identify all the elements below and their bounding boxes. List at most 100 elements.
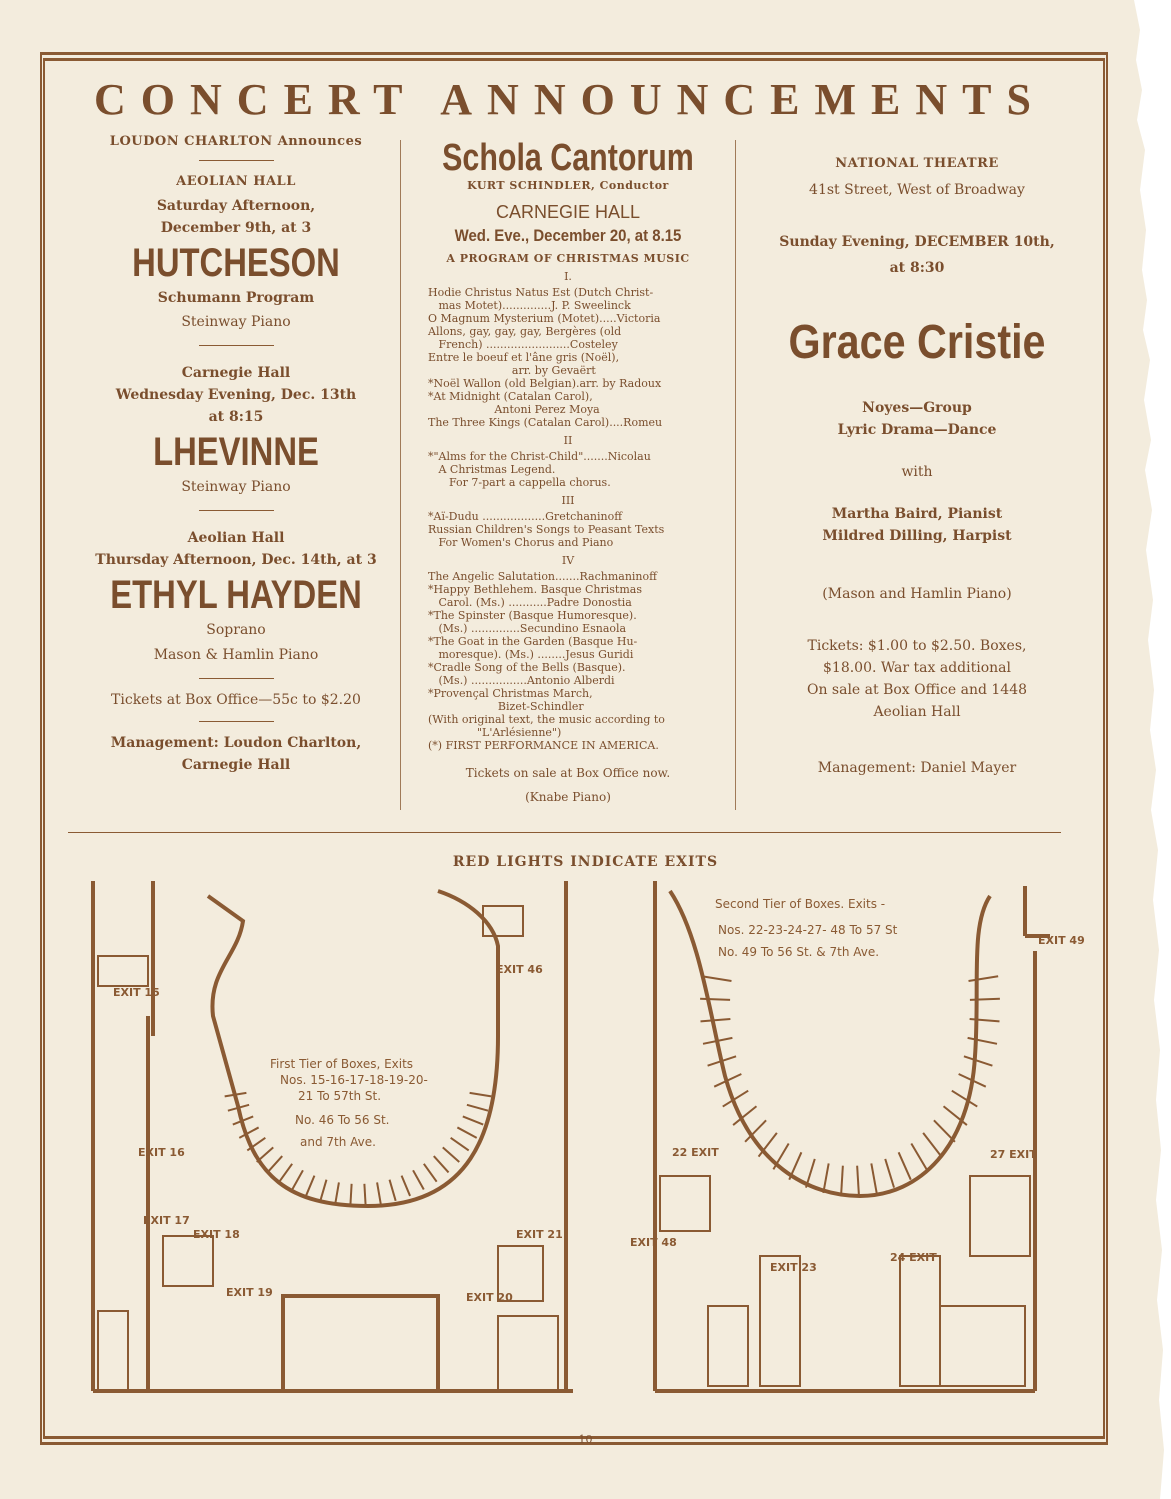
- grace-cristie-announcement: NATIONAL THEATRE 41st Street, West of Br…: [737, 154, 1097, 779]
- exit-label: 24 EXIT: [890, 1251, 937, 1264]
- first-tier-floor-plan: EXIT 15 EXIT 16 EXIT 17 EXIT 18 EXIT 19 …: [91, 881, 573, 1393]
- conductor: KURT SCHINDLER, Conductor: [467, 179, 669, 192]
- schola-cantorum: Schola Cantorum KURT SCHINDLER, Conducto…: [403, 136, 733, 808]
- box-divider: [227, 1103, 250, 1112]
- box-divider: [722, 1089, 749, 1108]
- program-line: *Aï-Dudu ..................Gretchaninoff: [428, 510, 623, 523]
- box-divider: [958, 1073, 987, 1088]
- date: at 8:15: [208, 409, 264, 425]
- box-divider: [700, 1017, 731, 1023]
- date: Wed. Eve., December 20, at 8.15: [454, 226, 682, 245]
- program-line: The Angelic Salutation.......Rachmaninof…: [428, 570, 657, 583]
- program-section-numeral: IV: [561, 554, 575, 567]
- venue: AEOLIAN HALL: [176, 174, 296, 189]
- plan-caption: Second Tier of Boxes. Exits -: [715, 897, 885, 911]
- description: Lyric Drama—Dance: [837, 422, 997, 438]
- program-line: mas Motet)..............J. P. Sweelinck: [428, 299, 631, 312]
- box-divider: [805, 1158, 816, 1188]
- exits-heading: RED LIGHTS INDICATE EXITS: [452, 854, 719, 870]
- date: December 9th, at 3: [160, 220, 312, 236]
- program-line: Allons, gay, gay, gay, Bergères (old: [428, 325, 622, 338]
- box-divider: [433, 1155, 450, 1174]
- box-divider: [967, 1036, 998, 1045]
- program-line: arr. by Gevaërt: [428, 364, 596, 377]
- box-divider: [363, 1183, 367, 1206]
- program-line: A Christmas Legend.: [428, 463, 556, 476]
- page-title: CONCERT ANNOUNCEMENTS: [94, 75, 1046, 124]
- management: Management: Loudon Charlton,: [110, 735, 362, 751]
- box-divider: [969, 997, 1000, 1001]
- rule: [198, 160, 274, 161]
- program-line: (*) FIRST PERFORMANCE IN AMERICA.: [428, 739, 659, 752]
- piano: Steinway Piano: [181, 479, 291, 495]
- box-divider: [412, 1169, 425, 1191]
- plan-caption: Nos. 15-16-17-18-19-20-: [280, 1073, 428, 1087]
- artist-name: LHEVINNE: [153, 430, 319, 474]
- piano: (Knabe Piano): [525, 790, 611, 804]
- program-line: *Provençal Christmas March,: [428, 687, 593, 700]
- plan-caption: No. 46 To 56 St.: [295, 1113, 390, 1127]
- date: at 8:30: [889, 260, 945, 276]
- exit-label: EXIT 48: [630, 1236, 677, 1249]
- program-line: For Women's Chorus and Piano: [428, 536, 614, 549]
- assisting-artist: Martha Baird, Pianist: [831, 506, 1003, 522]
- program-line: Hodie Christus Natus Est (Dutch Christ-: [428, 286, 654, 299]
- box-divider: [822, 1163, 830, 1194]
- program-section-numeral: I.: [564, 270, 572, 283]
- exit-label: EXIT 19: [226, 1286, 273, 1299]
- plan-caption: First Tier of Boxes, Exits: [270, 1057, 413, 1071]
- box-divider: [232, 1115, 254, 1126]
- announcer: LOUDON CHARLTON Announces: [109, 134, 363, 149]
- with-label: with: [901, 464, 933, 480]
- box-divider: [423, 1163, 438, 1183]
- box-divider: [968, 975, 999, 982]
- management: Carnegie Hall: [181, 757, 291, 773]
- artist-name: HUTCHESON: [132, 241, 340, 285]
- plan-caption: Nos. 22-23-24-27- 48 To 57 St: [718, 923, 898, 937]
- box-divider: [349, 1183, 353, 1206]
- box-divider: [772, 1143, 790, 1170]
- box-divider: [291, 1169, 304, 1191]
- piano: (Mason and Hamlin Piano): [822, 586, 1012, 602]
- box-divider: [450, 1137, 470, 1152]
- box-divider: [942, 1105, 968, 1126]
- exit-label: EXIT 46: [496, 963, 543, 976]
- date: Saturday Afternoon,: [156, 198, 316, 214]
- box-divider: [388, 1179, 397, 1202]
- box-divider: [466, 1103, 489, 1112]
- program-line: French) ........................Costeley: [428, 338, 618, 351]
- column-divider: [400, 140, 401, 810]
- program-title: A PROGRAM OF CHRISTMAS MUSIC: [446, 252, 690, 265]
- program-section-numeral: III: [561, 494, 575, 507]
- management: Management: Daniel Mayer: [817, 760, 1017, 776]
- column-divider: [735, 140, 736, 810]
- box-divider: [856, 1165, 860, 1196]
- date: Sunday Evening, DECEMBER 10th,: [779, 234, 1055, 250]
- plan-caption: and 7th Ave.: [300, 1135, 376, 1149]
- box-divider: [933, 1119, 956, 1143]
- date: Wednesday Evening, Dec. 13th: [115, 387, 357, 403]
- voice-type: Soprano: [206, 622, 266, 638]
- box-divider: [319, 1179, 328, 1202]
- ensemble-name: Schola Cantorum: [442, 137, 694, 179]
- program-line: Bizet-Schindler: [428, 700, 584, 713]
- program-list: I. Hodie Christus Natus Est (Dutch Christ…: [403, 270, 733, 752]
- box-divider: [456, 1126, 478, 1139]
- box-divider: [224, 1091, 247, 1098]
- box-divider: [246, 1137, 266, 1152]
- ticket-info: Tickets on sale at Box Office now.: [465, 766, 671, 780]
- program-line: Carol. (Ms.) ...........Padre Donostia: [428, 596, 632, 609]
- program-line: For 7-part a cappella chorus.: [428, 476, 611, 489]
- box-divider: [442, 1146, 460, 1163]
- page-number: 10: [578, 1433, 593, 1446]
- venue: NATIONAL THEATRE: [835, 156, 999, 171]
- program-line: O Magnum Mysterium (Motet).....Victoria: [428, 312, 661, 325]
- exit-label: 27 EXIT: [990, 1148, 1037, 1161]
- program-line: (With original text, the music according…: [428, 713, 665, 726]
- venue: Aeolian Hall: [187, 530, 285, 546]
- box-divider: [462, 1115, 484, 1126]
- box-divider: [305, 1175, 316, 1197]
- torn-paper-edge: [1134, 0, 1171, 1499]
- box-divider: [266, 1155, 283, 1174]
- ticket-info: Tickets at Box Office—55c to $2.20: [111, 692, 361, 708]
